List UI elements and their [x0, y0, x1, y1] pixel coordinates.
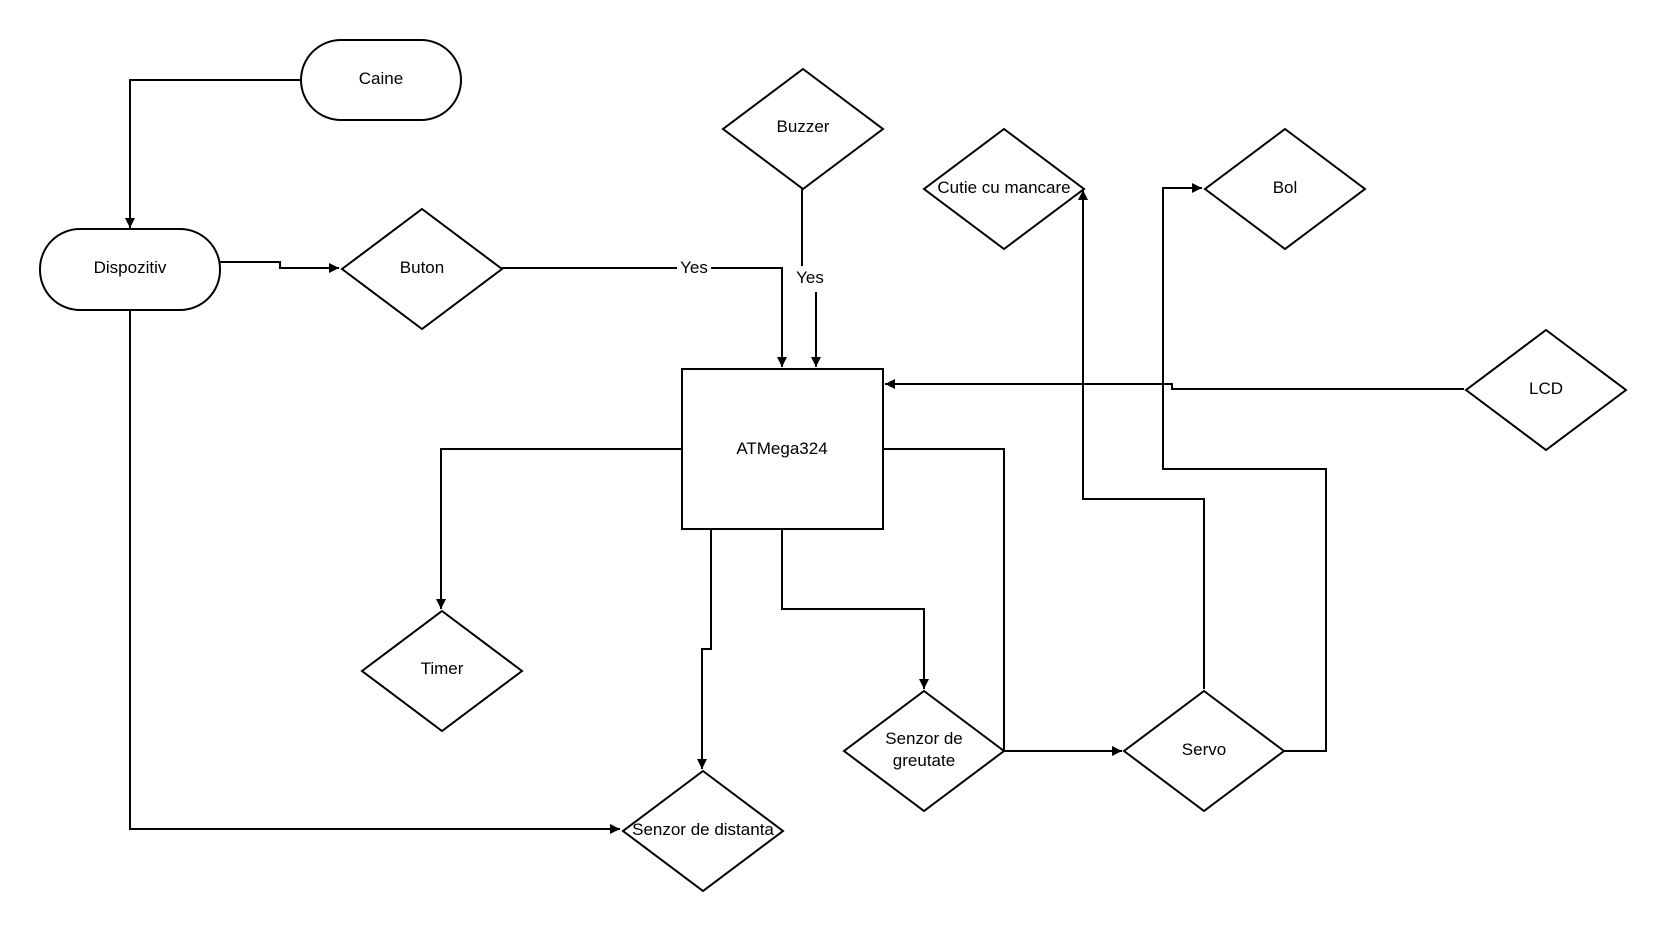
node-buzzer[interactable]: Buzzer: [721, 67, 885, 191]
edge-dispozitiv-to-senzor-distanta: [129, 310, 620, 834]
node-buzzer-label: Buzzer: [777, 117, 830, 136]
edge-dispozitiv-to-buton: [220, 261, 339, 273]
node-timer-label: Timer: [421, 659, 464, 678]
node-senzor-distanta-label: Senzor de distanta: [632, 820, 774, 839]
edge-servo-to-bol: [1162, 183, 1327, 752]
edge-caine-to-dispozitiv: [125, 79, 301, 228]
node-senzor-greutate-label-line1: Senzor de: [885, 729, 963, 748]
node-senzor-de-greutate[interactable]: Senzor de greutate: [842, 689, 1006, 813]
edge-servo-to-cutie: [1078, 190, 1205, 689]
node-caine-label: Caine: [359, 69, 403, 88]
node-lcd-label: LCD: [1529, 379, 1563, 398]
node-caine[interactable]: Caine: [300, 39, 462, 121]
edge-atmega-to-servo: [883, 448, 1122, 756]
edge-label-buton-yes: Yes: [677, 257, 711, 277]
node-servo-label: Servo: [1182, 740, 1226, 759]
edge-label-buzzer-yes: Yes: [793, 266, 827, 292]
node-timer[interactable]: Timer: [360, 609, 524, 733]
node-atmega324[interactable]: ATMega324: [681, 368, 884, 530]
node-dispozitiv-label: Dispozitiv: [94, 258, 167, 277]
edge-lcd-to-atmega: [885, 379, 1464, 390]
edge-atmega-to-senzor-distanta: [697, 529, 712, 769]
node-lcd[interactable]: LCD: [1464, 328, 1628, 452]
node-buton[interactable]: Buton: [340, 207, 504, 331]
node-servo[interactable]: Servo: [1122, 689, 1286, 813]
edge-buton-to-atmega: [500, 267, 787, 367]
edge-label-buzzer-yes-text: Yes: [796, 268, 824, 287]
node-bol-label: Bol: [1273, 178, 1298, 197]
edge-atmega-to-senzor-greutate: [781, 529, 929, 689]
node-senzor-greutate-label-line2: greutate: [893, 751, 955, 770]
node-cutie-cu-mancare[interactable]: Cutie cu mancare: [922, 127, 1086, 251]
node-bol[interactable]: Bol: [1203, 127, 1367, 251]
edge-atmega-to-timer: [436, 448, 681, 609]
node-senzor-de-distanta[interactable]: Senzor de distanta: [621, 769, 785, 893]
edge-label-buton-yes-text: Yes: [680, 258, 708, 277]
node-buton-label: Buton: [400, 258, 444, 277]
node-atmega324-label: ATMega324: [736, 439, 827, 458]
node-cutie-label: Cutie cu mancare: [937, 178, 1070, 197]
node-dispozitiv[interactable]: Dispozitiv: [39, 228, 221, 311]
